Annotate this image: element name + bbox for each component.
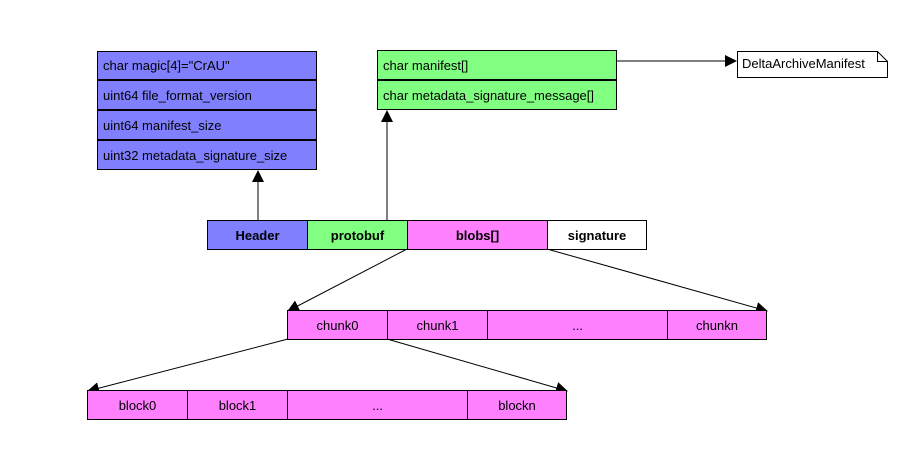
note-shape (737, 51, 888, 78)
header-field-label: char magic[4]="CrAU" (103, 58, 230, 73)
header-field-label: uint64 file_format_version (103, 87, 252, 103)
protobuf-field-label: char manifest[] (383, 57, 469, 73)
block-label: block0 (118, 397, 157, 413)
protobuf-field-metadata-signature-message: char metadata_signature_message[] (377, 80, 617, 110)
section-blobs: blobs[] (407, 220, 548, 250)
arrow-chunk0-to-blockn (386, 338, 568, 394)
section-label: signature (567, 227, 627, 243)
arrow-blobs-to-chunk0 (287, 248, 408, 312)
header-field-magic: char magic[4]="CrAU" (97, 51, 317, 80)
chunk-ellipsis: ... (487, 310, 668, 340)
section-header: Header (207, 220, 308, 250)
block-label: ... (372, 397, 383, 413)
header-field-label: uint64 manifest_size (103, 117, 222, 133)
arrow-blobs-to-chunkn (546, 248, 768, 314)
chunk-1: chunk1 (387, 310, 488, 340)
chunk-0: chunk0 (287, 310, 388, 340)
protobuf-field-label: char metadata_signature_message[] (383, 87, 595, 103)
block-n: blockn (467, 390, 567, 420)
section-label: Header (235, 227, 280, 243)
chunk-n: chunkn (667, 310, 767, 340)
header-field-file-format-version: uint64 file_format_version (97, 80, 317, 110)
section-protobuf: protobuf (307, 220, 408, 250)
section-label: protobuf (330, 227, 385, 243)
block-label: blockn (498, 397, 536, 413)
block-label: block1 (218, 397, 257, 413)
section-label: blobs[] (455, 227, 500, 243)
section-signature: signature (547, 220, 647, 250)
chunk-label: chunkn (696, 317, 738, 333)
chunk-label: chunk1 (416, 317, 459, 333)
chunk-label: ... (572, 317, 583, 333)
header-field-label: uint32 metadata_signature_size (103, 147, 288, 163)
block-1: block1 (187, 390, 288, 420)
manifest-note-label: DeltaArchiveManifest (742, 56, 865, 71)
header-field-metadata-signature-size: uint32 metadata_signature_size (97, 140, 317, 170)
block-0: block0 (87, 390, 188, 420)
chunk-label: chunk0 (316, 317, 359, 333)
header-field-manifest-size: uint64 manifest_size (97, 110, 317, 140)
arrow-chunk0-to-block0 (87, 338, 289, 395)
protobuf-field-manifest: char manifest[] (377, 50, 617, 80)
manifest-note: DeltaArchiveManifest (737, 51, 888, 78)
block-ellipsis: ... (287, 390, 468, 420)
